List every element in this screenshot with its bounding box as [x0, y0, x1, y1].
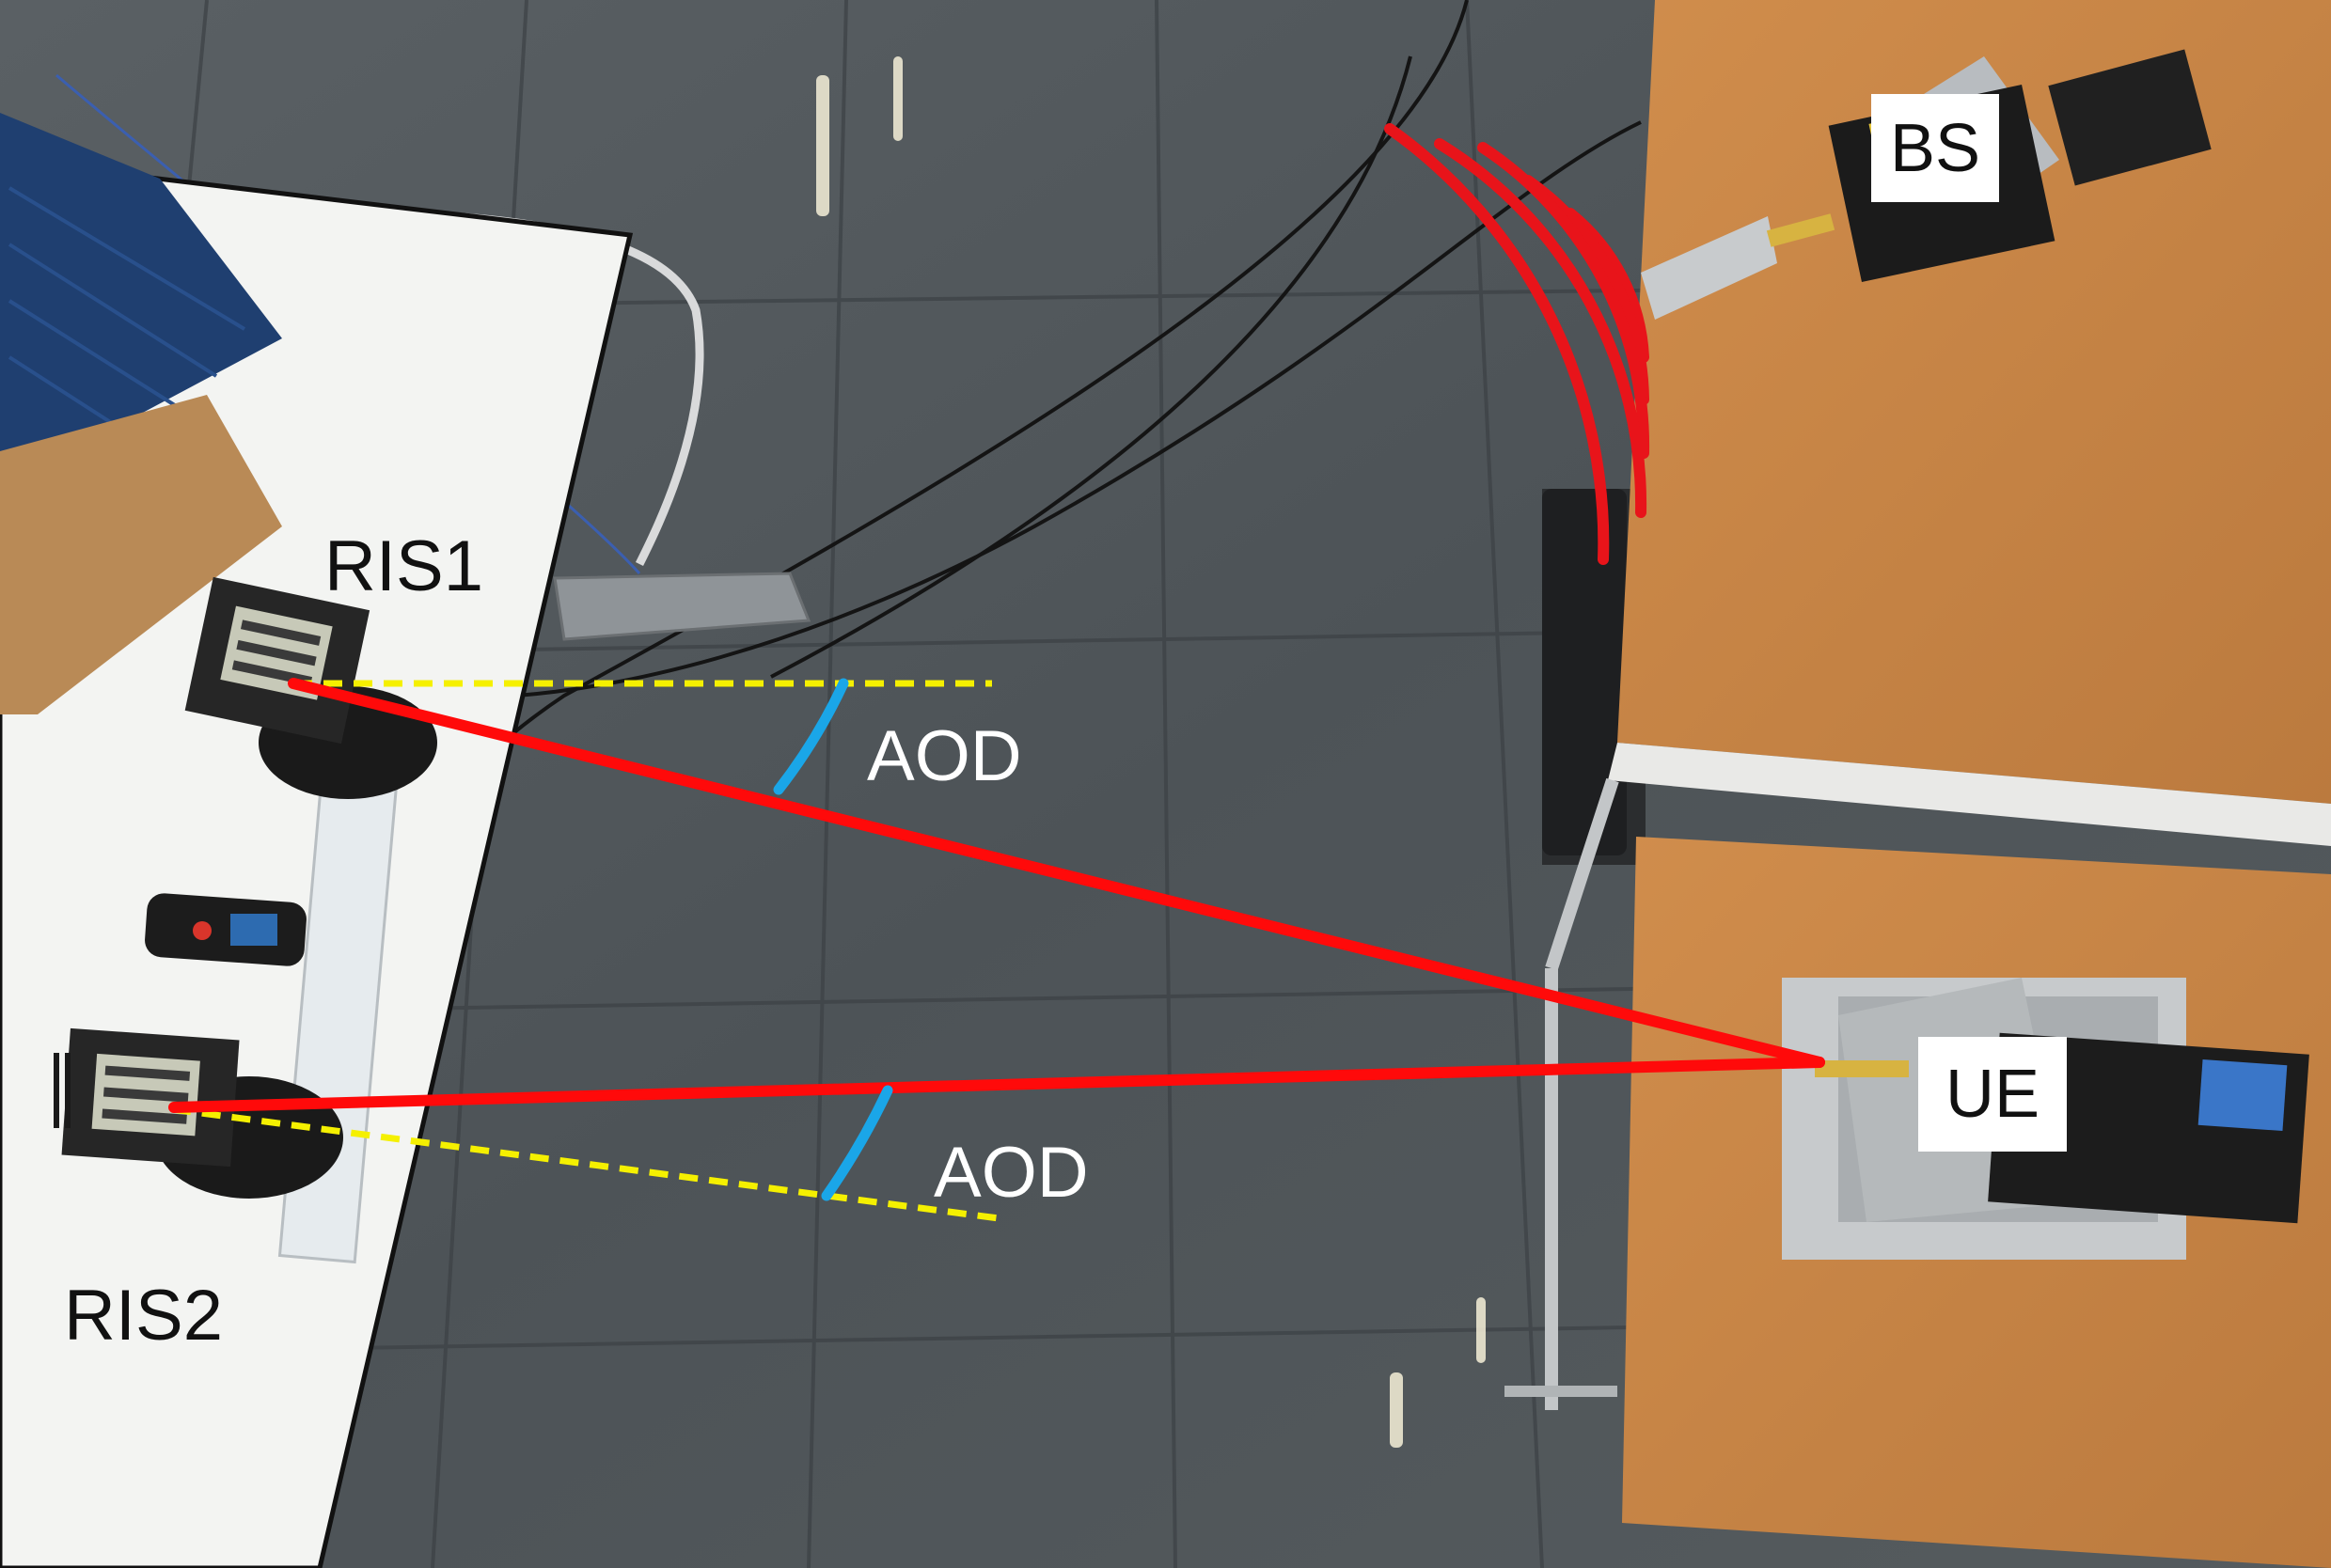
ris2-aod-arc	[821, 1085, 893, 1201]
equipment-case	[1542, 489, 1627, 855]
ris1-device	[184, 576, 437, 799]
cardboard-sheet	[0, 395, 282, 714]
ris2-aod-label: AOD	[934, 1133, 1089, 1213]
bs-table-edge	[1608, 743, 2331, 846]
absorber-texture	[8, 186, 246, 444]
floor-reflections	[816, 56, 1486, 1448]
ris1-aod-arc	[773, 678, 849, 795]
ris2-reference-line	[171, 1105, 1000, 1222]
ris2-label: RIS2	[64, 1276, 223, 1356]
ue-label: UE	[1918, 1037, 2067, 1152]
ris1-aod-label: AOD	[867, 716, 1022, 796]
stand-base	[553, 572, 811, 641]
signal-paths	[168, 678, 1825, 1113]
bs-table-frame	[1545, 777, 1619, 971]
ris1-label: RIS1	[324, 526, 483, 606]
bs-table	[1617, 0, 2331, 804]
laser-distance-meter	[145, 893, 307, 966]
bs-label: BS	[1871, 94, 1999, 202]
bs-waves	[1384, 123, 1650, 565]
ris2-to-ue-path	[168, 1057, 1825, 1113]
ris1-to-ue-path	[288, 678, 1825, 1068]
reference-lines	[171, 680, 1000, 1222]
aod-arcs	[773, 678, 893, 1201]
